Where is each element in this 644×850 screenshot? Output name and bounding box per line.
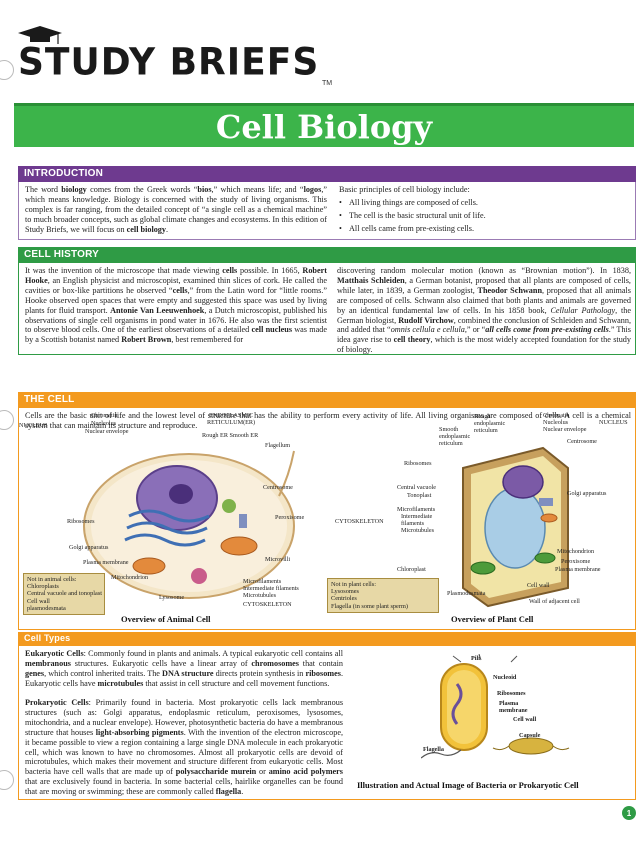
plant-label-chromatin: Chromatin [543,412,570,419]
plant-label-golgi: Golgi apparatus [567,490,607,497]
plant-cell-caption: Overview of Plant Cell [451,614,534,624]
introduction-heading: INTRODUCTION [18,166,636,182]
animal-label-microvilli: Microvilli [265,556,291,563]
plant-note: Not in plant cells: Lysosomes Centrioles… [327,578,439,613]
animal-label-plasma-membrane: Plasma membrane [83,559,129,566]
bacteria-caption: Illustration and Actual Image of Bacteri… [357,780,579,790]
cell-history-heading: CELL HISTORY [18,247,636,263]
plant-label-smooth-er: Smooth endoplasmic reticulum [439,426,471,447]
bacteria-label-flagella: Flagella [423,746,444,753]
principle-item: All cells came from pre-existing cells. [339,224,629,234]
prokaryotic-text: Prokaryotic Cells: Primarily found in ba… [25,698,344,797]
the-cell-intro: Cells are the basic unit of life and the… [25,411,631,430]
binder-hole [0,770,14,790]
plant-label-intermediate: Intermediate filaments [401,513,433,527]
history-text-right: discovering random molecular motion (kno… [337,266,632,355]
animal-label-flagellum: Flagellum [265,442,291,449]
plant-label-wall-adjacent: Wall of adjacent cell [529,598,580,605]
title-bar: Cell Biology [14,103,634,147]
principles-intro: Basic principles of cell biology include… [339,185,470,194]
binder-hole [0,60,14,80]
animal-note: Not in animal cells: Chloroplasts Centra… [23,573,105,616]
animal-label-microfilaments: Microfilaments [243,578,282,585]
graduation-cap-icon [18,26,62,44]
bacteria-illustration [421,654,570,759]
eukaryotic-text: Eukaryotic Cells: Commonly found in plan… [25,649,343,688]
animal-label-nuclear-envelope: Nuclear envelope [85,428,129,435]
brand-trademark: TM [322,80,333,87]
animal-label-ribosomes: Ribosomes [67,518,95,525]
bacteria-label-nucleoid: Nucleoid [493,674,517,681]
animal-label-mitochondrion: Mitochondrion [111,574,149,581]
animal-label-intermediate-filaments: Intermediate filaments [243,585,299,592]
page-title: Cell Biology [215,107,433,146]
the-cell-section: Cells are the basic unit of life and the… [18,408,636,630]
plant-cell-illustration [462,446,569,608]
plant-label-nucleolus: Nucleolus [543,419,569,426]
page-number: 1 [622,806,636,820]
plant-label-tonoplast: Tonoplast [407,492,432,499]
cell-history-section: It was the invention of the microscope t… [18,263,636,355]
principles-block: Basic principles of cell biology include… [339,185,629,234]
plant-label-nuclear-envelope: Nuclear envelope [543,426,587,433]
animal-label-er: ENDOPLASMIC RETICULUM(ER) [207,412,256,426]
binder-hole [0,410,14,430]
bacteria-label-cell-wall: Cell wall [513,716,537,723]
animal-label-centrosome: Centrosome [263,484,293,491]
animal-label-microtubules: Microtubules [243,592,276,599]
animal-label-cytoskeleton: CYTOSKELETON [243,601,292,608]
principles-list: All living things are composed of cells.… [339,198,629,234]
animal-cell-illustration [83,450,295,599]
brand-logo: STUDY BRIEFS TM [18,26,332,87]
animal-label-chromatin: Chromatin [91,412,118,419]
plant-label-peroxisome: Peroxisome [561,558,591,565]
plant-label-cytoskeleton: CYTOSKELETON [335,518,384,525]
cell-types-heading: Cell Types [18,632,636,646]
animal-label-peroxisome: Peroxisome [275,514,305,521]
plant-label-cell-wall: Cell wall [527,582,550,589]
plant-label-nucleus: NUCLEUS [599,419,628,426]
bacteria-label-ribosomes: Ribosomes [497,690,526,697]
animal-label-nucleolus: Nucleolus [91,420,117,427]
plant-label-plasma-membrane: Plasma membrane [555,566,601,573]
plant-label-chloroplast: Chloroplast [397,566,426,573]
history-text-left: It was the invention of the microscope t… [25,266,327,345]
plant-label-microtubules: Microtubules [401,527,434,534]
animal-label-lysosome: Lysosome [159,594,185,601]
brand-name: STUDY BRIEFS [18,40,320,85]
plant-label-central-vacuole: Central vacuole [397,484,436,491]
plant-label-centrosome: Centrosome [567,438,597,445]
plant-label-plasmodesmata: Plasmodesmata [447,590,486,597]
cell-types-section: Eukaryotic Cells: Commonly found in plan… [18,646,636,800]
animal-label-rough-smooth-er: Rough ER Smooth ER [202,432,259,439]
introduction-section: The word biology comes from the Greek wo… [18,182,636,240]
bacteria-label-pili: Pili [471,655,480,662]
animal-label-nucleus: NUCLEUS [19,422,48,429]
introduction-text: The word biology comes from the Greek wo… [25,185,327,234]
animal-cell-caption: Overview of Animal Cell [121,614,211,624]
bacteria-label-plasma-membrane: Plasma membrane [499,700,528,714]
plant-label-mitochondrion: Mitochondrion [557,548,595,555]
animal-label-golgi: Golgi apparatus [69,544,109,551]
principle-item: All living things are composed of cells. [339,198,629,208]
plant-label-microfilaments: Microfilaments [397,506,436,513]
bacteria-label-capsule: Capsule [519,732,541,739]
principle-item: The cell is the basic structural unit of… [339,211,629,221]
the-cell-heading: THE CELL [18,392,636,408]
plant-label-ribosomes: Ribosomes [404,460,432,467]
plant-label-rough-er: Rough endoplasmic reticulum [474,413,506,434]
